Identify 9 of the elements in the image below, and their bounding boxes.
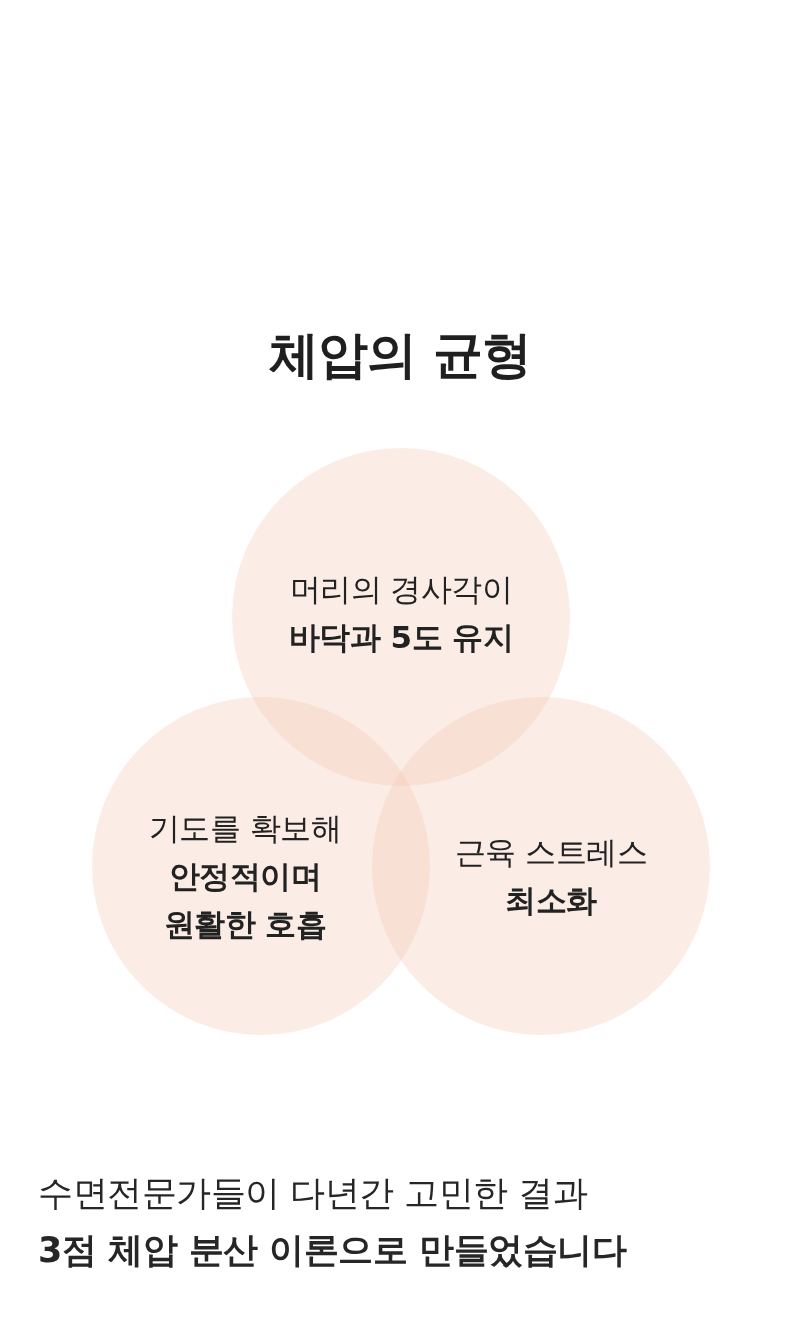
circle-heading: 기도를 확보해 [147,809,343,848]
circle-text: 바닥과 5도 유지 [287,618,515,657]
circle-text: 안정적이며 원활한 호흡 [162,857,328,944]
circle-heading: 머리의 경사각이 [288,570,514,609]
summary-text: 수면전문가들이 다년간 고민한 결과 [38,1172,588,1215]
summary-text: 3점 체압 분산 이론으로 만들었습니다 [38,1229,627,1272]
circle-text: 최소화 [504,881,598,920]
title: 체압의 균형 [268,325,532,386]
circle-heading: 근육 스트레스 [453,833,649,872]
